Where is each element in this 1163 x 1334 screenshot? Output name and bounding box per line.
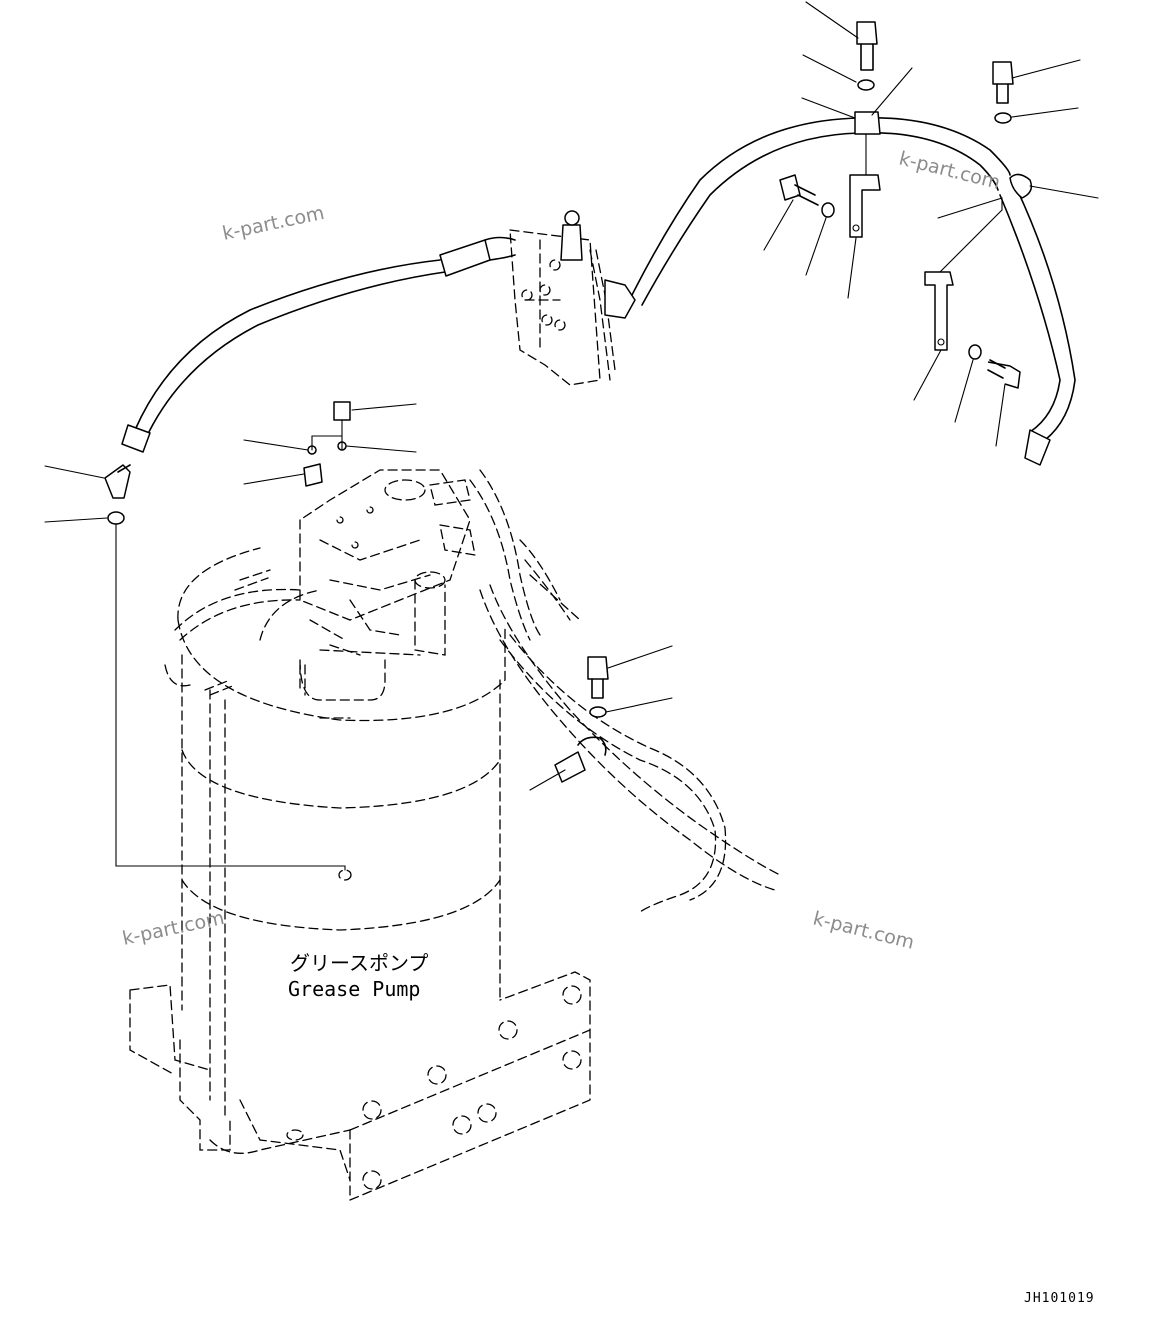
- pump-head-assembly: [204, 469, 476, 696]
- clamp-bracket-lower: [554, 736, 607, 783]
- bolt-center-left: [779, 174, 835, 218]
- bracket-bolt-holes: [362, 985, 582, 1190]
- bolt-lower-center: [587, 656, 609, 718]
- leader-lines: [44, 1, 1099, 871]
- watermarks: k-part.com k-part.com k-part.com k-part.…: [120, 148, 1002, 954]
- valve-block: [509, 210, 616, 386]
- pump-label: グリースポンプ Grease Pump: [268, 948, 448, 1001]
- watermark-4: k-part.com: [811, 908, 917, 954]
- hose-upper-left: [121, 236, 516, 453]
- pump-label-jp: グリースポンプ: [290, 951, 428, 975]
- mounting-bracket-plate: [349, 971, 591, 1201]
- hose-upper-right: [604, 111, 1076, 466]
- clamp-bracket-right: [924, 197, 1003, 351]
- watermark-1: k-part.com: [220, 202, 326, 245]
- drawing-code: JH101019: [1024, 1291, 1095, 1306]
- bolt-right-lower: [968, 344, 1021, 389]
- bolt-top-right: [992, 61, 1014, 124]
- clamp-bracket-center: [849, 133, 881, 238]
- grease-pump-drum: [129, 547, 506, 1181]
- bolt-top-center: [856, 21, 878, 91]
- fittings-left: [104, 401, 351, 525]
- watermark-2: k-part.com: [897, 148, 1003, 194]
- hose-lines-lower: [174, 469, 781, 913]
- pump-label-en: Grease Pump: [288, 977, 420, 1001]
